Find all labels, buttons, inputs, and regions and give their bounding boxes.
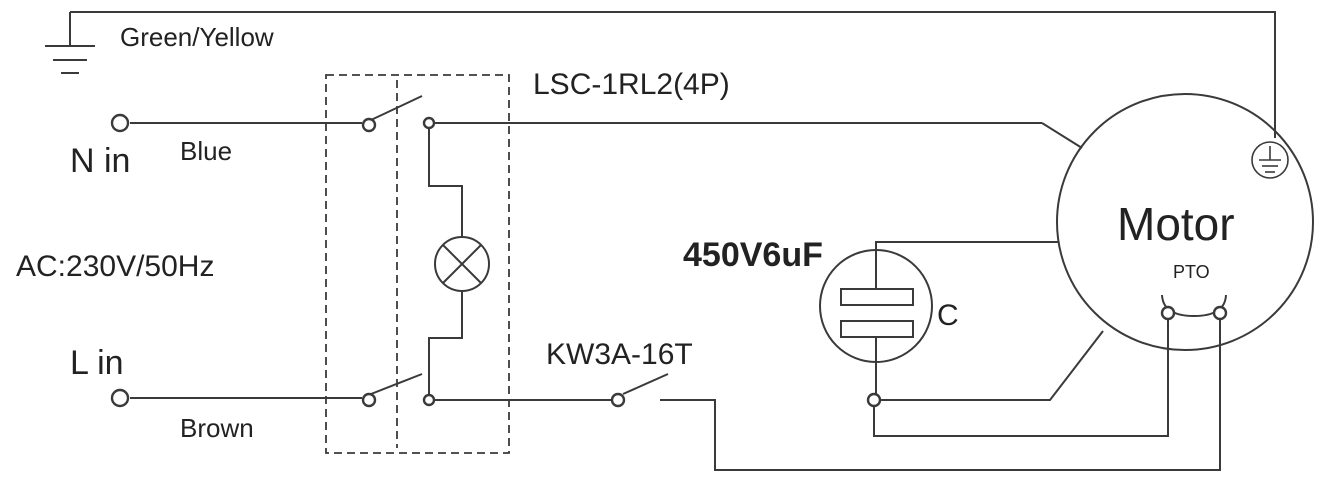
live-switch-pivot [422,393,436,407]
capacitor-symbol [819,249,933,394]
neutral-line [130,95,1083,149]
live-input-terminal [110,388,130,408]
ground-symbol [45,12,95,74]
live-switch-contact [361,392,377,408]
capacitor-terminal [866,392,882,408]
neutral-input-terminal [110,113,130,133]
live-color-label: Brown [180,413,254,443]
motor-label: Motor [1117,198,1235,250]
motor-housing [1056,93,1314,351]
capacitor-aux-wire [880,330,1104,401]
capacitor-pto-wire [873,318,1169,437]
thermal-switch-contact [610,392,626,408]
neutral-switch-contact [361,117,377,133]
neutral-color-label: Blue [180,136,232,166]
neutral-in-label: N in [70,142,130,180]
switch-enclosure [325,74,510,454]
indicator-lamp-symbol [434,236,490,292]
capacitor-top-wire [875,241,1058,262]
pto-terminal-right [1212,305,1228,321]
pto-terminal-left [1160,305,1176,321]
ground-wire [70,11,1276,138]
supply-label: AC:230V/50Hz [16,250,214,283]
neutral-switch-pivot [422,116,436,130]
ground-label: Green/Yellow [120,22,274,52]
thermal-switch-label: KW3A-16T [546,338,693,371]
live-in-label: L in [70,344,124,382]
switch-model-label: LSC-1RL2(4P) [533,68,730,101]
motor-earth-icon [1251,141,1289,179]
pto-label: PTO [1173,262,1210,282]
indicator-lamp-branch [428,128,463,395]
pto-thermal-protector [1161,294,1227,318]
capacitor-symbol-label: C [937,299,959,332]
capacitor-rating-label: 450V6uF [683,236,823,274]
live-line [130,318,1221,471]
